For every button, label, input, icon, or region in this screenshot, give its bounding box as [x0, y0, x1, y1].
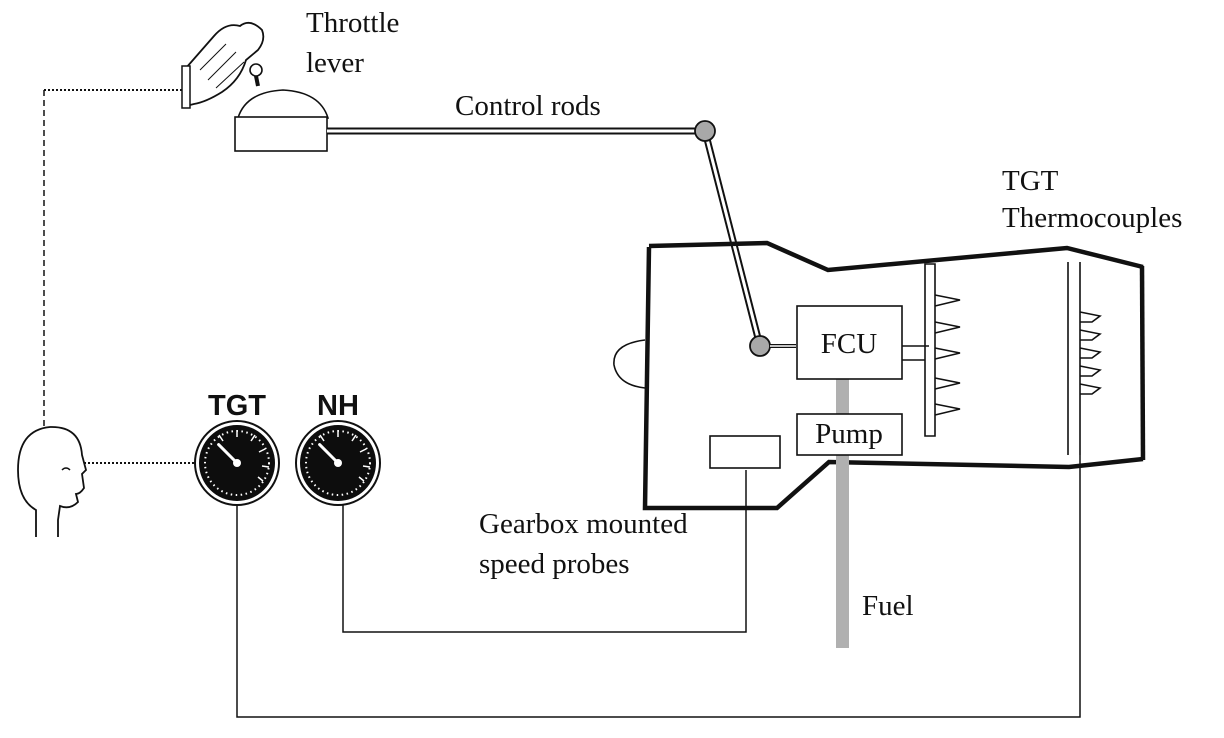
tgt-thermocouple-wire	[236, 455, 1081, 718]
tgt-thermocouples	[1067, 262, 1102, 455]
fuel-label: Fuel	[862, 590, 914, 622]
labels: Throttle lever Control rods TGT Thermoco…	[208, 7, 1182, 622]
pump-label: Pump	[815, 418, 883, 450]
tgt-thermocouples-label-line2: Thermocouples	[1002, 202, 1182, 234]
gauge-icon	[295, 420, 381, 506]
head-icon	[17, 426, 88, 537]
rod-joint-top	[694, 120, 716, 142]
hand-icon	[181, 21, 265, 109]
rod-joint-fcu	[749, 335, 771, 357]
speed-probe-box	[709, 435, 781, 469]
gauge-nh-label: NH	[317, 390, 359, 422]
control-rods	[327, 120, 796, 357]
fcu-pump-link	[836, 373, 849, 418]
engine-outline	[613, 240, 1146, 511]
throttle-label-line2: lever	[306, 47, 364, 79]
fuel-system	[709, 305, 929, 648]
connection-lines	[43, 89, 1081, 718]
control-rods-label: Control rods	[455, 90, 601, 122]
throttle-lever	[181, 21, 330, 152]
fuel-line	[836, 455, 849, 648]
fcu-label: FCU	[821, 328, 877, 360]
nh-probe-wire	[342, 470, 747, 633]
tgt-thermocouples-label-line1: TGT	[1002, 165, 1059, 197]
gauge-icon	[194, 420, 280, 506]
tgt-needle	[217, 443, 239, 465]
throttle-label-line1: Throttle	[306, 7, 399, 39]
nh-needle	[318, 443, 340, 465]
gearbox-label-line1: Gearbox mounted	[479, 508, 688, 540]
pump-box	[796, 413, 903, 456]
fuel-manifold	[924, 263, 961, 437]
gearbox-label-line2: speed probes	[479, 548, 630, 580]
fcu-box	[796, 305, 903, 380]
gauge-tgt-label: TGT	[208, 390, 266, 422]
